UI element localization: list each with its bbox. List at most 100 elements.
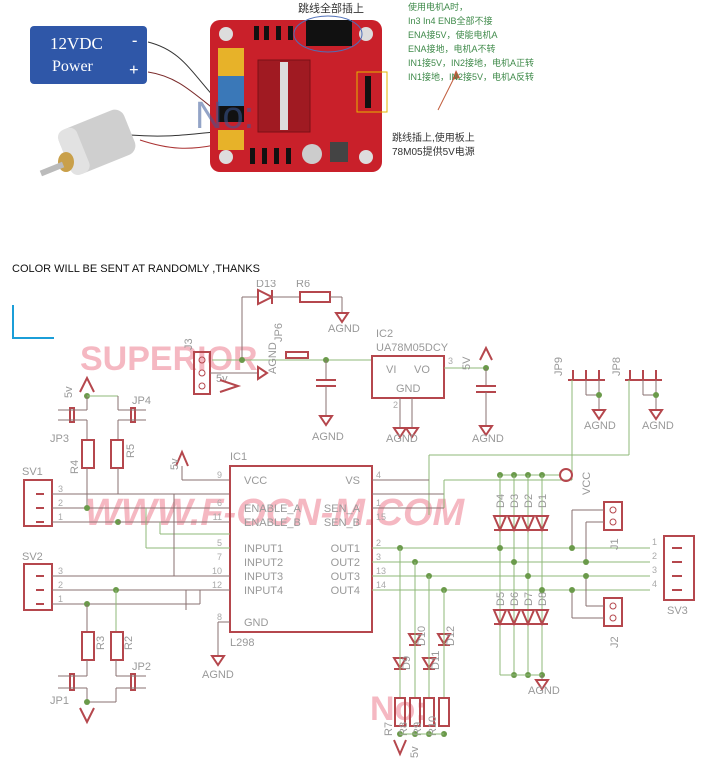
jp9-label: JP9: [553, 357, 565, 376]
vcc-5v-arrow-icon: [479, 345, 493, 361]
ic1-pin-label: INPUT1: [244, 543, 283, 555]
ic1-pin-number: 4: [376, 470, 381, 480]
ic2-part: UA78M05DCY: [376, 342, 449, 354]
ic1-pin-number: 11: [213, 512, 222, 522]
j2-label: J2: [609, 636, 621, 648]
usage-note: In3 In4 ENB全部不接: [408, 16, 493, 26]
d13-label: D13: [256, 280, 276, 290]
wire-positive: [147, 71, 216, 111]
ic1-l298: IC1 L298: [229, 451, 373, 649]
resistor-r3: [81, 631, 95, 661]
diode-symbol: [492, 515, 508, 533]
ic1-pin-number: 10: [212, 566, 222, 576]
ic2-name: IC2: [376, 328, 393, 340]
diode-label: D8: [537, 592, 549, 606]
pin-number: 2: [652, 551, 657, 561]
agnd-label: AGND: [386, 433, 418, 445]
diode-label: D7: [523, 592, 535, 606]
led-label: D12: [445, 626, 457, 646]
ic1-pin-label: VS: [345, 475, 360, 487]
resistor-label: R10: [427, 716, 439, 736]
ic1-pin-number: 2: [376, 538, 381, 548]
connector-sv1: SV1 3 2 1: [22, 466, 63, 527]
vcc-5v-arrow-icon: [79, 375, 95, 393]
gear-motor: [39, 109, 136, 177]
resistor-label: R9: [412, 722, 424, 736]
regulator-note-1: 跳线插上,使用板上: [392, 133, 475, 144]
power-voltage-label: 12VDC: [50, 34, 103, 53]
jumper-jp1: JP1: [50, 673, 87, 707]
ic1-pin-label: SEN_A: [324, 503, 361, 515]
junction-dot: [511, 559, 517, 565]
r6-label: R6: [296, 280, 310, 290]
diode-label: D6: [509, 592, 521, 606]
pin-number: 3: [58, 566, 63, 576]
diode-label: D1: [537, 494, 549, 508]
ic2-pin-2: 2: [393, 400, 398, 410]
fivev-label: 5v: [216, 373, 228, 385]
connector-j1: J1: [603, 501, 623, 550]
board-illustration: No:: [39, 15, 460, 177]
ic1-pin-number: 3: [376, 552, 381, 562]
connector-sv3: SV3 1 2 3 4: [652, 535, 695, 617]
agnd-label: AGND: [267, 342, 279, 374]
led-d13: D13: [242, 280, 276, 306]
vcc-terminal-icon: [559, 468, 573, 482]
jumper-jp4: JP4: [118, 395, 151, 423]
ic1-pin-label: OUT4: [331, 585, 360, 597]
diode-label: D2: [523, 494, 535, 508]
ic1-pin-label: OUT3: [331, 571, 360, 583]
agnd-label: AGND: [584, 420, 616, 432]
arrow-head-icon: [452, 70, 460, 80]
fivev-label: 5v: [409, 746, 421, 758]
ic2-pin-3: 3: [448, 356, 453, 366]
ic1-pin-number: 15: [376, 512, 386, 522]
diode-symbol: [534, 609, 550, 627]
jp2-label: JP2: [132, 661, 151, 673]
diode-label: D3: [509, 494, 521, 508]
usage-note: IN1接5V，IN2接地，电机A正转: [408, 58, 535, 68]
connector-j3: J3 5v: [183, 338, 269, 395]
diode-symbol: [534, 515, 550, 533]
diode-symbol: [520, 609, 536, 627]
junction-dot: [84, 699, 90, 705]
corner-bracket-decoration: [12, 305, 54, 339]
annotation-arrow: [437, 73, 457, 111]
j3-label: J3: [183, 338, 195, 350]
ic1-pin-number: 9: [217, 470, 222, 480]
ic1-pin-label: INPUT4: [244, 585, 283, 597]
ground-symbol-icon: [210, 655, 226, 667]
wire-negative: [147, 41, 216, 99]
capacitor-c-out: AGND: [472, 368, 504, 445]
ic1-pin-number: 14: [376, 580, 386, 590]
ic1-name: IC1: [230, 451, 247, 463]
junction-dot: [539, 587, 545, 593]
jumper-jp6: [285, 351, 309, 359]
pin-number: 3: [58, 484, 63, 494]
diode-symbol: [506, 609, 522, 627]
resistor-label: R8: [398, 722, 410, 736]
fivev-label: 5v: [63, 386, 75, 398]
jumper-highlight-circle: [293, 15, 363, 53]
vcc-label: VCC: [581, 472, 593, 495]
plus-terminal-label: +: [129, 60, 139, 79]
regulator-note-2: 78M05提供5V电源: [392, 147, 475, 158]
fivev-label: 5v: [169, 458, 181, 470]
agnd-label: AGND: [328, 323, 360, 335]
jumper-jp2: JP2: [116, 661, 151, 691]
ic1-pin-number: 8: [217, 612, 222, 622]
pin-number: 2: [58, 580, 63, 590]
r4-label: R4: [69, 460, 81, 474]
color-notice-caption: COLOR WILL BE SENT AT RANDOMLY ,THANKS: [12, 263, 260, 275]
jp6-label: JP6: [273, 323, 285, 342]
power-label: Power: [52, 58, 93, 75]
j1-label: J1: [609, 538, 621, 550]
jumper-jp8: JP8 AGND: [611, 357, 674, 455]
resistor-symbol: [438, 697, 450, 727]
ic1-part: L298: [230, 637, 254, 649]
l298n-board: [210, 20, 388, 172]
jp1-label: JP1: [50, 695, 69, 707]
